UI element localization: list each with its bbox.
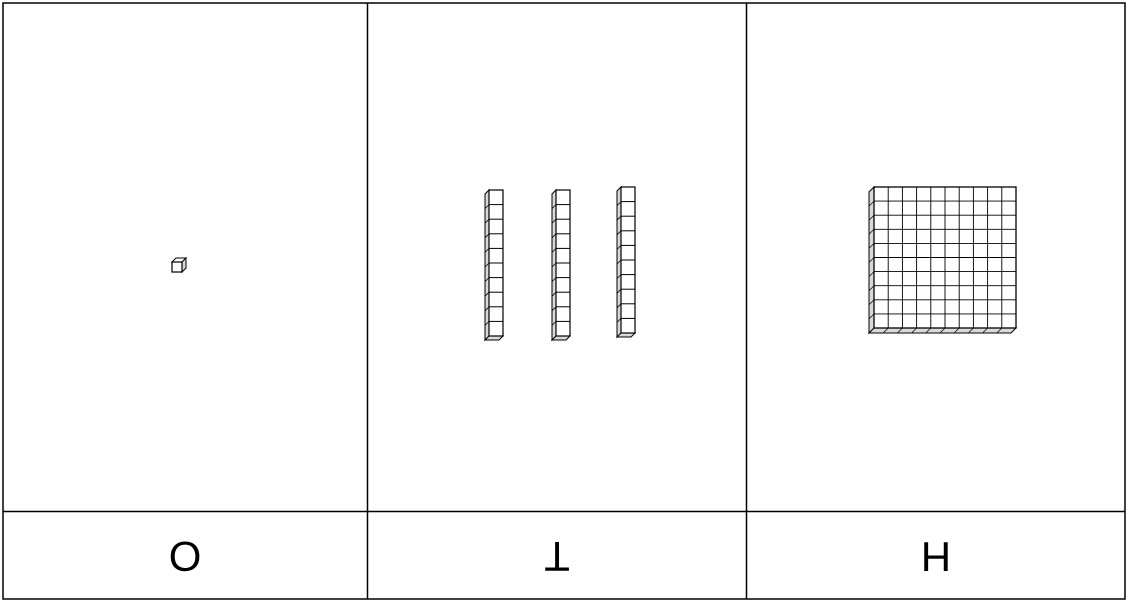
unit-cube [172, 258, 186, 272]
hundred-flat [869, 187, 1016, 333]
ten-rod [485, 190, 503, 340]
ten-rod [552, 190, 570, 340]
ten-rod [617, 187, 635, 337]
column-label-ones: O [3, 512, 367, 600]
column-label-hundreds: H [747, 512, 1125, 600]
ten-rods-group [485, 187, 635, 340]
column-label-tens: T [368, 512, 746, 600]
